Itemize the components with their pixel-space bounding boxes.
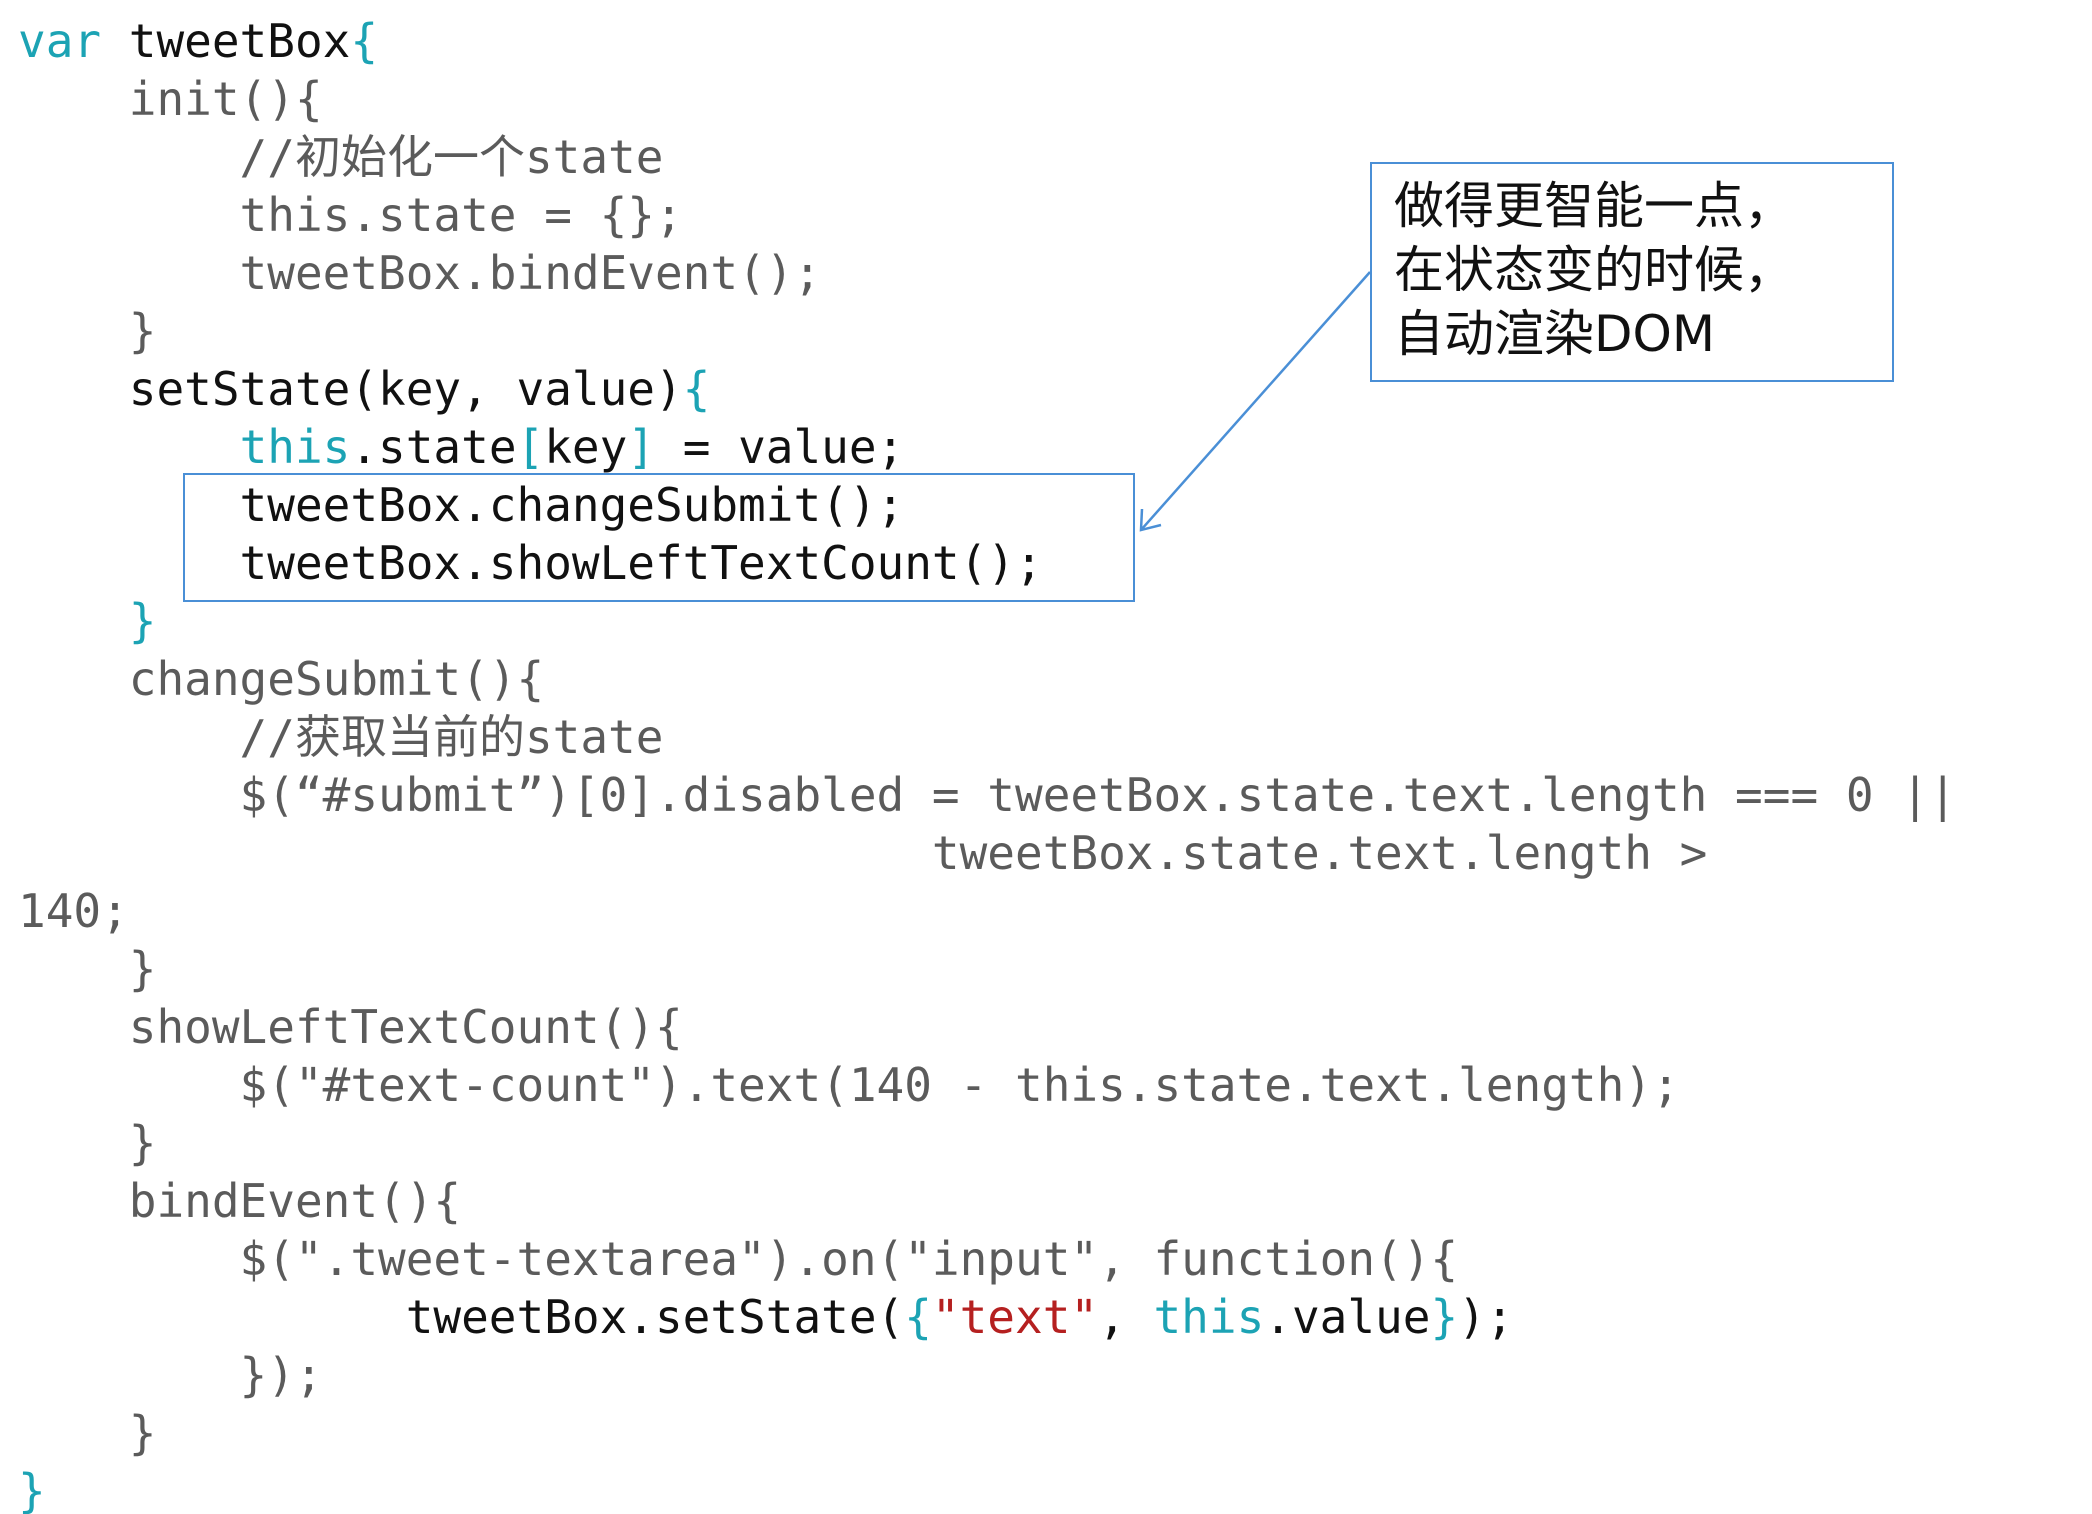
code-line: this.state[key] = value; [18, 418, 1957, 476]
code-line: } [18, 1462, 1957, 1514]
code-line: tweetBox.bindEvent(); [18, 244, 1957, 302]
code-line: } [18, 302, 1957, 360]
code-line: showLeftTextCount(){ [18, 998, 1957, 1056]
code-token: tweetBox [128, 14, 351, 68]
code-line: } [18, 1114, 1957, 1172]
code-token: 140; [18, 884, 129, 938]
annotation-line-1: 做得更智能一点， [1394, 177, 1794, 235]
code-token: } [18, 1464, 46, 1514]
highlight-box [183, 473, 1135, 602]
code-token: this.state = {}; [18, 188, 683, 242]
code-line: tweetBox.state.text.length > [18, 824, 1957, 882]
code-token: }); [18, 1348, 323, 1402]
code-block: var tweetBox{ init(){ //初始化一个state this.… [18, 12, 1957, 1514]
code-line: tweetBox.setState({"text", this.value}); [18, 1288, 1957, 1346]
code-line: //初始化一个state [18, 128, 1957, 186]
code-token: tweetBox.bindEvent(); [18, 246, 822, 300]
code-line: $(".tweet-textarea").on("input", functio… [18, 1230, 1957, 1288]
code-token: } [1430, 1290, 1459, 1344]
code-token: .value [1264, 1290, 1431, 1344]
code-token: } [18, 942, 157, 996]
code-token: ] [627, 420, 656, 474]
annotation-line-3: 自动渲染DOM [1394, 305, 1715, 363]
code-line: tweetBox.changeSubmit(); [18, 476, 1957, 534]
code-line: $("#text-count").text(140 - this.state.t… [18, 1056, 1957, 1114]
code-line: }); [18, 1346, 1957, 1404]
code-line: } [18, 592, 1957, 650]
code-line: //获取当前的state [18, 708, 1957, 766]
code-token: $(".tweet-textarea").on("input", functio… [18, 1232, 1459, 1286]
code-line: 140; [18, 882, 1957, 940]
code-line: } [18, 940, 1957, 998]
code-token: var [18, 14, 129, 68]
code-token: tweetBox.changeSubmit(); [18, 478, 905, 532]
code-token: bindEvent(){ [18, 1174, 462, 1228]
code-line: bindEvent(){ [18, 1172, 1957, 1230]
code-line: tweetBox.showLeftTextCount(); [18, 534, 1957, 592]
code-token: changeSubmit(){ [18, 652, 545, 706]
code-token: tweetBox.state.text.length > [18, 826, 1708, 880]
code-token: } [18, 1406, 157, 1460]
code-line: changeSubmit(){ [18, 650, 1957, 708]
code-token: init(){ [18, 72, 323, 126]
code-token: } [18, 304, 157, 358]
code-token: $("#text-count").text(140 - this.state.t… [18, 1058, 1680, 1112]
code-token: //获取当前的state [18, 710, 664, 764]
code-token: showLeftTextCount(){ [18, 1000, 683, 1054]
code-token: } [18, 1116, 157, 1170]
annotation-note: 做得更智能一点， 在状态变的时候， 自动渲染DOM [1370, 162, 1894, 382]
code-token: $(“#submit”)[0].disabled = tweetBox.stat… [18, 768, 1957, 822]
code-token: setState(key, value) [18, 362, 683, 416]
code-line: } [18, 1404, 1957, 1462]
code-token: //初始化一个state [18, 130, 664, 184]
code-line: init(){ [18, 70, 1957, 128]
code-token: .state [350, 420, 517, 474]
code-token: ); [1458, 1290, 1514, 1344]
code-token: this [1153, 1290, 1265, 1344]
code-token: { [904, 1290, 932, 1344]
code-line: this.state = {}; [18, 186, 1957, 244]
code-token: } [18, 594, 157, 648]
code-token: { [350, 14, 379, 68]
code-token: "text" [931, 1290, 1099, 1344]
code-token: tweetBox.setState( [18, 1290, 905, 1344]
code-token: { [682, 362, 711, 416]
code-token [18, 420, 240, 474]
code-line: $(“#submit”)[0].disabled = tweetBox.stat… [18, 766, 1957, 824]
code-line: setState(key, value){ [18, 360, 1957, 418]
code-token: , [1098, 1290, 1154, 1344]
code-token: = value; [655, 420, 905, 474]
annotation-line-2: 在状态变的时候， [1394, 241, 1794, 299]
code-token: key [544, 420, 628, 474]
code-token: this [239, 420, 351, 474]
code-token: [ [516, 420, 545, 474]
code-line: var tweetBox{ [18, 12, 1957, 70]
code-token: tweetBox.showLeftTextCount(); [18, 536, 1043, 590]
